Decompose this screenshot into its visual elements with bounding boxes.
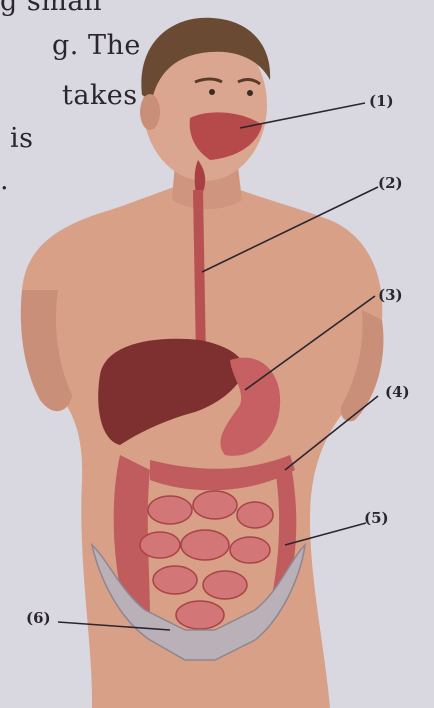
label-2: (2)	[378, 174, 403, 192]
ear	[140, 94, 160, 130]
label-5: (5)	[364, 509, 389, 527]
label-6: (6)	[26, 609, 51, 627]
label-3: (3)	[378, 286, 403, 304]
eye-left	[209, 89, 215, 95]
label-4: (4)	[385, 383, 410, 401]
eye-right	[247, 90, 253, 96]
label-1: (1)	[369, 92, 394, 110]
